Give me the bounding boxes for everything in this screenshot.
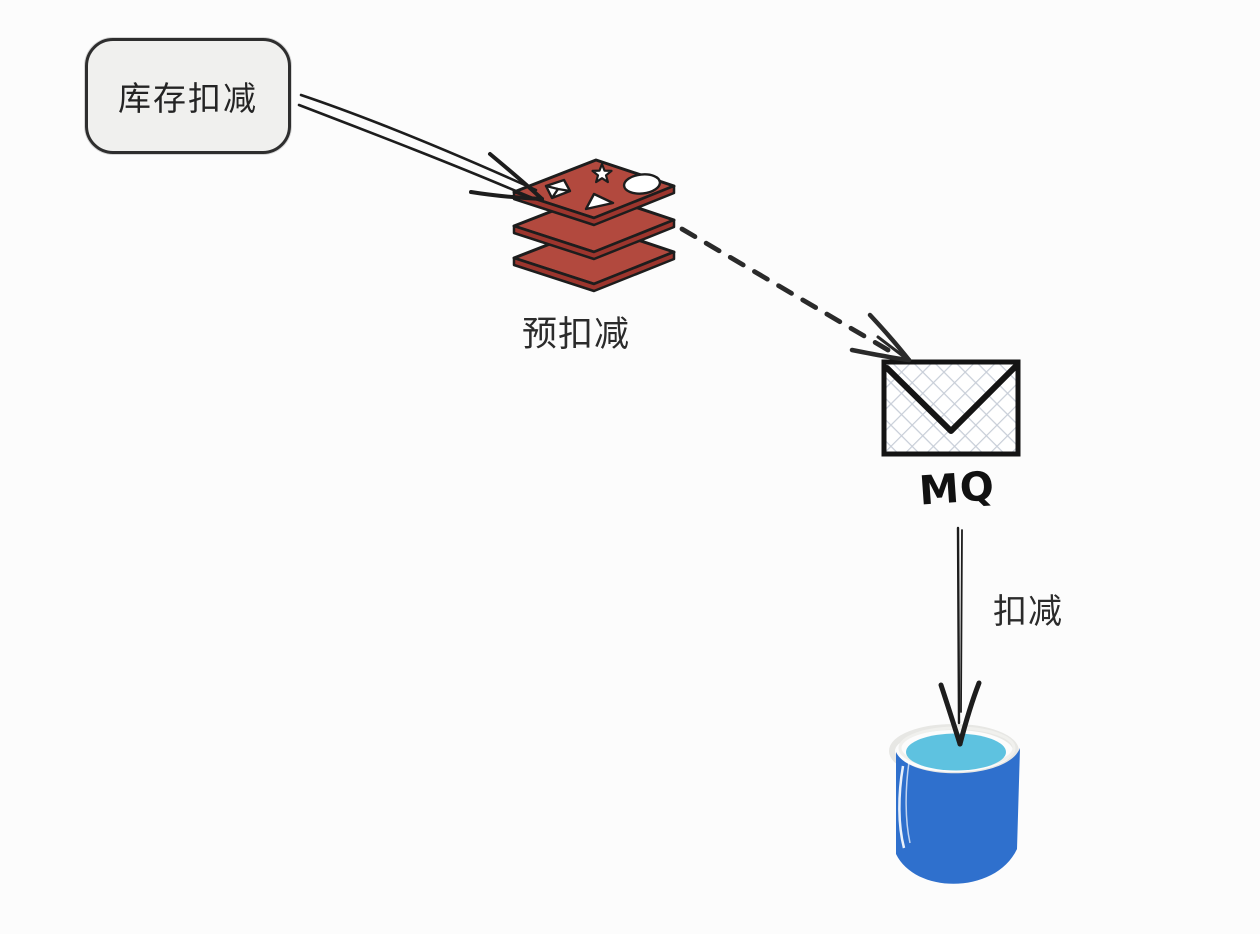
mq-label: MQ xyxy=(917,463,997,515)
database-cylinder-icon xyxy=(889,724,1020,884)
arrow-box-to-redis xyxy=(297,93,544,201)
node-inventory-deduction: 库存扣减 xyxy=(85,38,291,154)
redis-label: 预扣减 xyxy=(521,315,630,355)
envelope-flap xyxy=(884,364,1018,434)
envelope-icon xyxy=(881,359,1021,457)
redis-stack-icon xyxy=(512,158,676,293)
arrow-mq-to-db xyxy=(938,526,982,747)
ellipse-shape xyxy=(622,173,662,195)
diamond-shape xyxy=(544,178,572,200)
star-shape xyxy=(591,162,613,184)
node-inventory-label: 库存扣减 xyxy=(118,79,258,118)
arrow-redis-to-mq-dashed xyxy=(679,226,912,363)
edge-deduct-label: 扣减 xyxy=(993,592,1063,632)
triangle-shape xyxy=(584,192,615,211)
